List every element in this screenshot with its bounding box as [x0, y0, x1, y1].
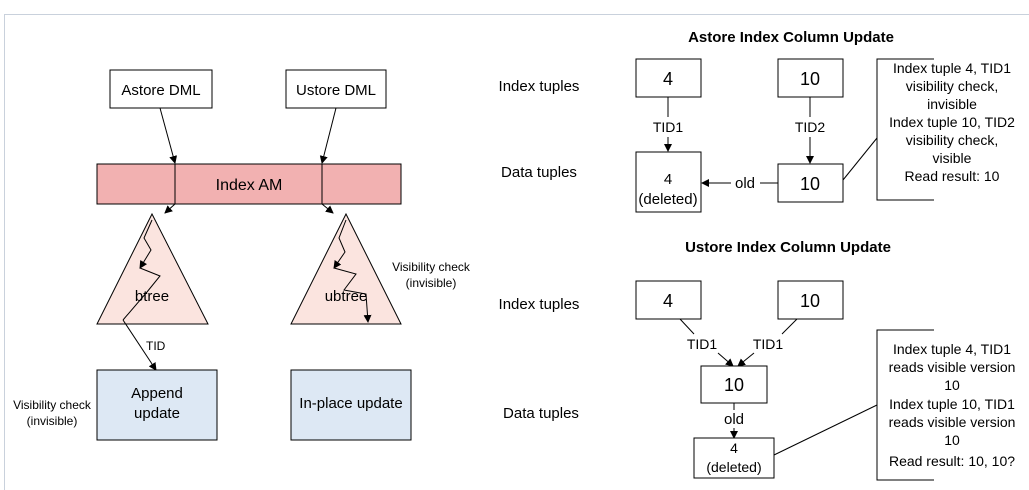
ubtree-path-arrow-2 — [333, 267, 372, 323]
svg-text:update: update — [134, 405, 180, 422]
ustore-tid1-left-line — [679, 318, 695, 335]
svg-text:visibility check,: visibility check, — [906, 132, 999, 148]
svg-text:10: 10 — [944, 432, 960, 448]
svg-text:4: 4 — [730, 440, 738, 456]
svg-text:Ustore DML: Ustore DML — [296, 82, 376, 99]
astore-tid2-label: TID2 — [795, 119, 826, 135]
ubtree-path-arrow-1 — [333, 219, 347, 269]
astore-index-tuple-4: 4 — [635, 58, 702, 98]
ustore-title: Ustore Index Column Update — [685, 239, 891, 256]
astore-index-tuple-10: 10 — [777, 58, 844, 98]
svg-text:4: 4 — [663, 69, 673, 89]
svg-text:reads visible version: reads visible version — [889, 414, 1016, 430]
svg-text:Astore DML: Astore DML — [121, 82, 200, 99]
index-am-bar: Index AM — [96, 163, 402, 205]
astore-index-tuples-label: Index tuples — [499, 78, 580, 95]
ustore-deleted-tuple: 4 (deleted) — [693, 437, 775, 479]
btree-path-line — [122, 267, 161, 321]
append-update-box: Append update — [96, 369, 218, 441]
svg-text:10: 10 — [944, 377, 960, 393]
astore-data-tuples-label: Data tuples — [501, 164, 577, 181]
ustore-data-tuples-label: Data tuples — [503, 405, 579, 422]
svg-text:4: 4 — [663, 291, 673, 311]
ustore-data-tuple-10: 10 — [700, 365, 768, 404]
svg-text:10: 10 — [800, 69, 820, 89]
diagram-frame — [4, 14, 1029, 490]
ustore-tid1-right-arrow — [737, 352, 755, 367]
astore-dml-box: Astore DML — [109, 69, 213, 109]
svg-text:Index tuple 10, TID1: Index tuple 10, TID1 — [889, 396, 1015, 412]
astore-old-label: old — [735, 175, 755, 192]
svg-text:visibility check,: visibility check, — [906, 78, 999, 94]
astore-note: Index tuple 4, TID1 visibility check, in… — [842, 58, 1015, 201]
svg-text:Visibility check: Visibility check — [392, 260, 471, 274]
astore-title: Astore Index Column Update — [688, 29, 894, 46]
btree-visibility-note: Visibility check (invisible) — [13, 398, 92, 428]
ustore-dml-arrow — [319, 107, 337, 164]
ustore-index-tuple-4: 4 — [635, 280, 702, 320]
svg-text:Read result: 10: Read result: 10 — [905, 168, 1000, 184]
svg-text:10: 10 — [724, 375, 744, 395]
btree-to-append-arrow — [122, 319, 157, 371]
ustore-tid1-right-line — [781, 318, 798, 335]
svg-text:(invisible): (invisible) — [27, 414, 78, 428]
svg-text:Visibility check: Visibility check — [13, 398, 92, 412]
astore-dml-arrow — [159, 107, 178, 164]
svg-text:Append: Append — [131, 385, 183, 402]
ustore-dml-box: Ustore DML — [285, 69, 387, 109]
btree-path-arrow — [139, 219, 153, 269]
svg-text:Index tuple 4, TID1: Index tuple 4, TID1 — [893, 341, 1011, 357]
astore-data-tuple-10: 10 — [777, 163, 844, 203]
svg-text:Index AM: Index AM — [216, 177, 283, 194]
svg-text:(deleted): (deleted) — [638, 191, 697, 208]
svg-text:visible: visible — [933, 150, 972, 166]
ustore-index-tuple-10: 10 — [777, 280, 844, 320]
svg-text:invisible: invisible — [927, 96, 977, 112]
tid-label: TID — [146, 339, 166, 353]
svg-text:4: 4 — [664, 171, 672, 188]
ustore-note: Index tuple 4, TID1 reads visible versio… — [773, 329, 1016, 481]
svg-text:Index tuple 10, TID2: Index tuple 10, TID2 — [889, 114, 1015, 130]
svg-text:reads visible version: reads visible version — [889, 359, 1016, 375]
ustore-tid1-right-label: TID1 — [753, 336, 784, 352]
inplace-update-box: In-place update — [290, 369, 412, 441]
am-to-btree-arrow — [164, 203, 176, 214]
svg-text:btree: btree — [135, 288, 169, 305]
btree-triangle: btree — [96, 212, 209, 325]
svg-text:10: 10 — [800, 291, 820, 311]
astore-tid1-label: TID1 — [653, 119, 684, 135]
ubtree-visibility-note: Visibility check (invisible) — [392, 260, 471, 290]
svg-text:Index tuple 4, TID1: Index tuple 4, TID1 — [893, 60, 1011, 76]
ustore-index-tuples-label: Index tuples — [499, 296, 580, 313]
svg-text:10: 10 — [800, 174, 820, 194]
svg-text:(invisible): (invisible) — [406, 276, 457, 290]
astore-deleted-tuple: 4 (deleted) — [635, 151, 702, 213]
svg-text:(deleted): (deleted) — [706, 459, 761, 475]
ustore-tid1-left-label: TID1 — [687, 336, 718, 352]
svg-text:In-place update: In-place update — [299, 395, 402, 412]
ustore-tid1-left-arrow — [717, 352, 734, 367]
svg-text:Read result: 10, 10?: Read result: 10, 10? — [889, 453, 1015, 469]
ubtree-triangle: ubtree — [290, 212, 402, 325]
am-to-ubtree-arrow — [321, 203, 334, 214]
ustore-old-label: old — [724, 411, 744, 428]
